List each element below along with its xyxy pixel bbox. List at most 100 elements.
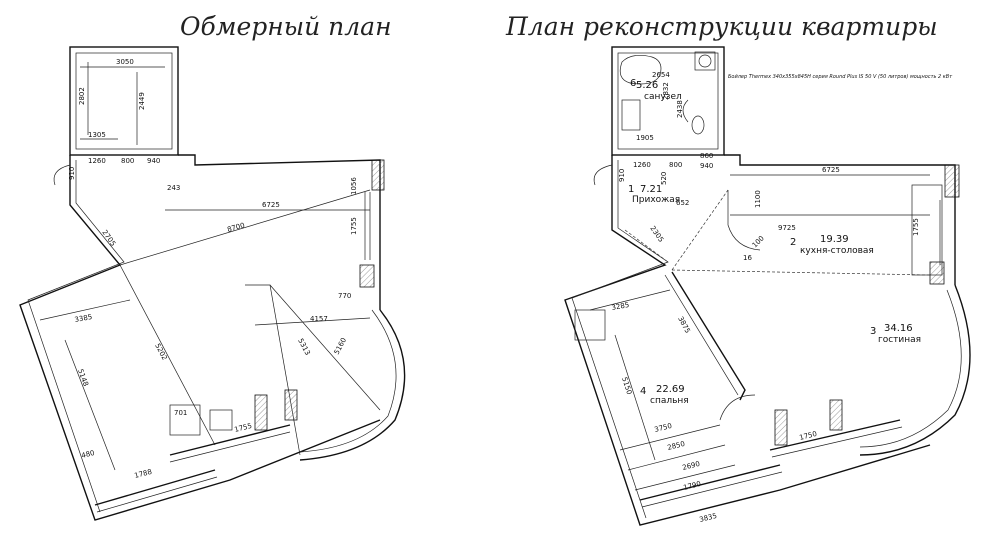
kitchen-door-arc <box>727 190 761 251</box>
dimline <box>634 464 736 491</box>
balcony-inner <box>859 289 962 448</box>
dim-label: 1100 <box>754 190 762 208</box>
survey-entry-door-arc <box>53 164 71 186</box>
top-wall <box>724 154 956 285</box>
bedroom-partition <box>671 271 746 401</box>
room-number: 2 <box>790 237 796 248</box>
reconstruction-plan-title: План реконструкции квартиры <box>506 12 938 41</box>
dim-label: 2850 <box>667 440 686 452</box>
dim-label: 860 <box>700 152 713 160</box>
survey-dim-label: 5160 <box>333 336 348 355</box>
bathroom-door-arc <box>682 99 689 123</box>
survey-dimline <box>119 189 371 266</box>
survey-inner-wall <box>27 160 125 513</box>
dimline <box>627 444 726 471</box>
survey-dimline <box>269 284 381 411</box>
survey-balcony-arc <box>299 309 406 461</box>
window-wall <box>639 464 781 501</box>
survey-column <box>359 264 375 288</box>
survey-balcony-inner <box>299 309 397 453</box>
survey-window-wall-inner <box>169 431 291 463</box>
dim-label: 2438 <box>676 100 684 118</box>
bedroom-partition-inner <box>664 274 739 396</box>
dim-label: 800 <box>669 161 682 169</box>
survey-dim-label: 8700 <box>226 221 245 234</box>
room-name: кухня-столовая <box>800 246 874 256</box>
survey-dim-label: 243 <box>167 184 180 192</box>
survey-dim-label: 5202 <box>153 342 168 361</box>
entry-door-arc <box>593 164 613 186</box>
dim-label: 1755 <box>912 218 920 236</box>
bathroom-inner <box>617 52 719 150</box>
zone-divider <box>671 269 931 276</box>
survey-dim-label: 2802 <box>78 87 86 105</box>
bathtub <box>619 55 662 85</box>
dim-label: 2654 <box>652 71 670 79</box>
room-name: Прихожая <box>632 195 680 205</box>
room-area: 19.39 <box>820 234 849 245</box>
survey-bathroom-inner <box>75 52 173 150</box>
water-heater <box>694 51 716 71</box>
dim-label: 6725 <box>822 166 840 174</box>
survey-niche <box>209 409 233 431</box>
column <box>829 399 843 431</box>
survey-dim-label: 1755 <box>350 217 358 235</box>
survey-dim-label: 6725 <box>262 201 280 209</box>
survey-dim-label: 1056 <box>350 177 358 195</box>
window-wall-inner <box>771 426 903 458</box>
survey-dim-label: 1305 <box>88 131 106 139</box>
survey-dim-label: 3050 <box>116 58 134 66</box>
dim-label: 1260 <box>633 161 651 169</box>
dim-label: 3750 <box>654 422 673 434</box>
survey-dimline <box>64 339 116 471</box>
dim-label: 2690 <box>682 460 701 472</box>
room-area: 5.26 <box>636 80 658 91</box>
dim-label: 520 <box>660 172 668 185</box>
survey-window-wall-inner <box>96 476 218 513</box>
survey-dim-label: 2449 <box>138 92 146 110</box>
dim-label: 5150 <box>620 376 633 395</box>
reconstruction-plan: Бойлер Thermex 340x355x845H серия Round … <box>564 46 971 526</box>
dim-label: 3285 <box>611 301 630 312</box>
water-heater-icon <box>698 54 712 68</box>
dim-label: 2305 <box>648 225 665 244</box>
survey-dim-label: 1260 <box>88 157 106 165</box>
survey-dimline <box>39 299 131 321</box>
dim-label: 910 <box>618 169 626 182</box>
survey-dim-label: 3385 <box>74 313 93 324</box>
room-area: 34.16 <box>884 323 913 334</box>
dim-label: 1790 <box>683 480 702 492</box>
survey-dim-label: 5313 <box>296 337 311 356</box>
bedroom-door-arc <box>719 394 756 421</box>
dimline <box>589 289 671 311</box>
dim-label: 2832 <box>662 82 670 100</box>
column <box>774 409 788 446</box>
survey-window-wall <box>94 469 216 506</box>
survey-dim-label: 701 <box>174 409 187 417</box>
room-name: гостиная <box>878 335 921 345</box>
dimline <box>619 424 721 451</box>
zone-divider <box>624 229 669 263</box>
survey-top-wall <box>178 154 381 310</box>
toilet-icon <box>691 115 705 135</box>
room-area: 22.69 <box>656 384 685 395</box>
zone-divider <box>671 189 729 271</box>
dim-label: 1905 <box>636 134 654 142</box>
room-name: санузел <box>644 92 682 102</box>
survey-column <box>254 394 268 431</box>
column <box>944 164 960 198</box>
inner-wall <box>571 160 669 519</box>
outer-wall <box>564 155 931 526</box>
heater-note: Бойлер Thermex 340x355x845H серия Round … <box>728 74 953 80</box>
survey-dim-label: 910 <box>68 167 76 180</box>
survey-niche <box>169 404 201 436</box>
survey-column <box>284 389 298 421</box>
column <box>929 261 945 285</box>
dimline <box>614 334 656 461</box>
survey-dim-label: 480 <box>81 449 96 460</box>
survey-bathroom-walls <box>69 46 179 156</box>
survey-dim-label: 1755 <box>234 422 253 434</box>
survey-plan: 3050 2802 2449 1305 1260 800 940 910 243… <box>19 46 406 521</box>
